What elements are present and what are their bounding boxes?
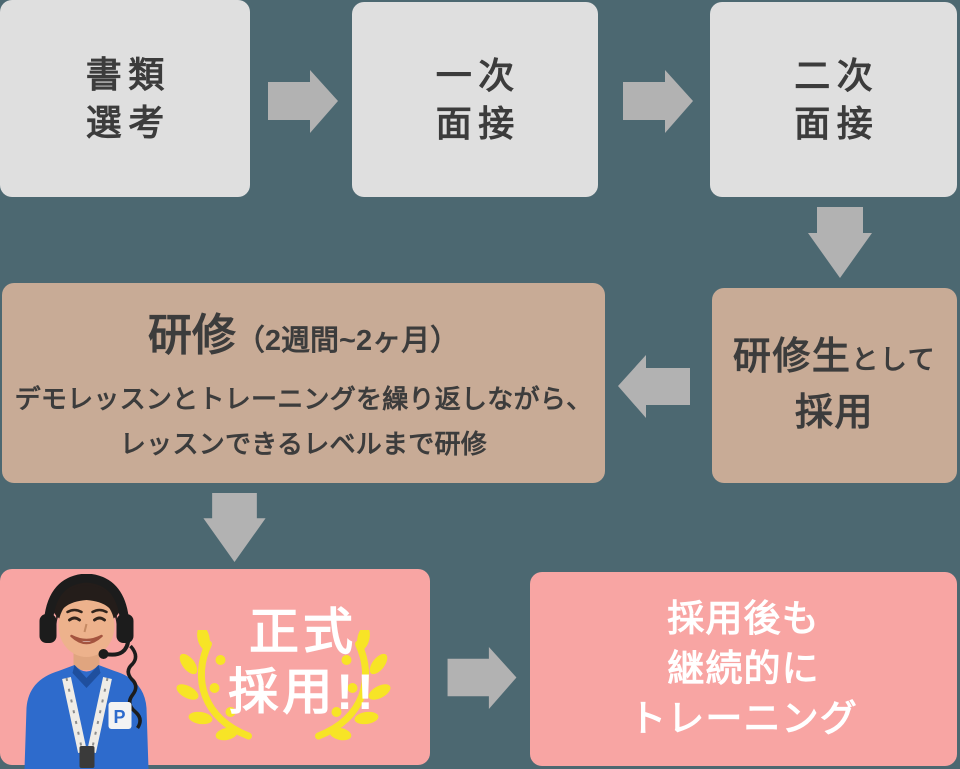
step-label-line: 選考 bbox=[85, 101, 171, 143]
trainee-suffix-text: として bbox=[851, 345, 937, 376]
training-description-line: レッスンできるレベルまで研修 bbox=[119, 429, 488, 459]
step-label-line: 採用 bbox=[794, 391, 875, 434]
step-label-line: 二次 bbox=[794, 54, 880, 96]
step-label-line: 一次 bbox=[435, 54, 521, 96]
step-label-line: 研修生として bbox=[733, 330, 936, 385]
training-heading: 研修（2週間~2ヶ月） bbox=[148, 299, 459, 363]
arrow-right-icon bbox=[447, 647, 517, 709]
laurel-decoration bbox=[176, 630, 391, 741]
step-label-line: トレーニング bbox=[629, 698, 858, 740]
official-hire-line: 採用!! bbox=[228, 664, 378, 720]
step-label-line: 継続的に bbox=[667, 647, 820, 689]
step-label-line: 書類 bbox=[85, 53, 171, 95]
step-first-interview: 一次 面接 bbox=[352, 2, 598, 197]
step-second-interview: 二次 面接 bbox=[710, 2, 957, 197]
training-title: 研修 bbox=[147, 310, 236, 360]
official-hire-label: 正式 採用!! bbox=[170, 602, 432, 722]
step-label: 採用後も 継続的に トレーニング bbox=[629, 594, 858, 745]
step-label-line: 採用後も bbox=[667, 597, 820, 639]
step-continuous-training: 採用後も 継続的に トレーニング bbox=[530, 572, 957, 766]
arrow-right-icon bbox=[623, 70, 693, 133]
arrow-down-icon bbox=[808, 207, 872, 278]
arrow-down-icon bbox=[202, 493, 267, 562]
official-hire-line: 正式 bbox=[249, 604, 357, 660]
step-label: 研修生として 採用 bbox=[733, 330, 936, 440]
step-label: 一次 面接 bbox=[429, 52, 520, 147]
step-label-line: 面接 bbox=[435, 102, 521, 144]
step-label: 二次 面接 bbox=[788, 52, 879, 147]
trainee-main-text: 研修生 bbox=[732, 336, 852, 379]
step-label-line: 面接 bbox=[794, 102, 880, 144]
step-trainee-hire: 研修生として 採用 bbox=[712, 288, 957, 483]
training-description: デモレッスンとトレーニングを繰り返しながら、 レッスンできるレベルまで研修 bbox=[15, 377, 593, 468]
step-training: 研修（2週間~2ヶ月） デモレッスンとトレーニングを繰り返しながら、 レッスンで… bbox=[2, 283, 605, 483]
teacher-headset-photo: P bbox=[24, 574, 149, 769]
svg-text:P: P bbox=[114, 707, 126, 727]
arrow-right-icon bbox=[268, 70, 338, 133]
arrow-left-icon bbox=[618, 355, 690, 418]
step-document-screening: 書類 選考 bbox=[0, 0, 250, 197]
training-duration-note: （2週間~2ヶ月） bbox=[235, 324, 460, 357]
training-description-line: デモレッスンとトレーニングを繰り返しながら、 bbox=[14, 383, 593, 414]
step-label: 書類 選考 bbox=[79, 51, 170, 146]
